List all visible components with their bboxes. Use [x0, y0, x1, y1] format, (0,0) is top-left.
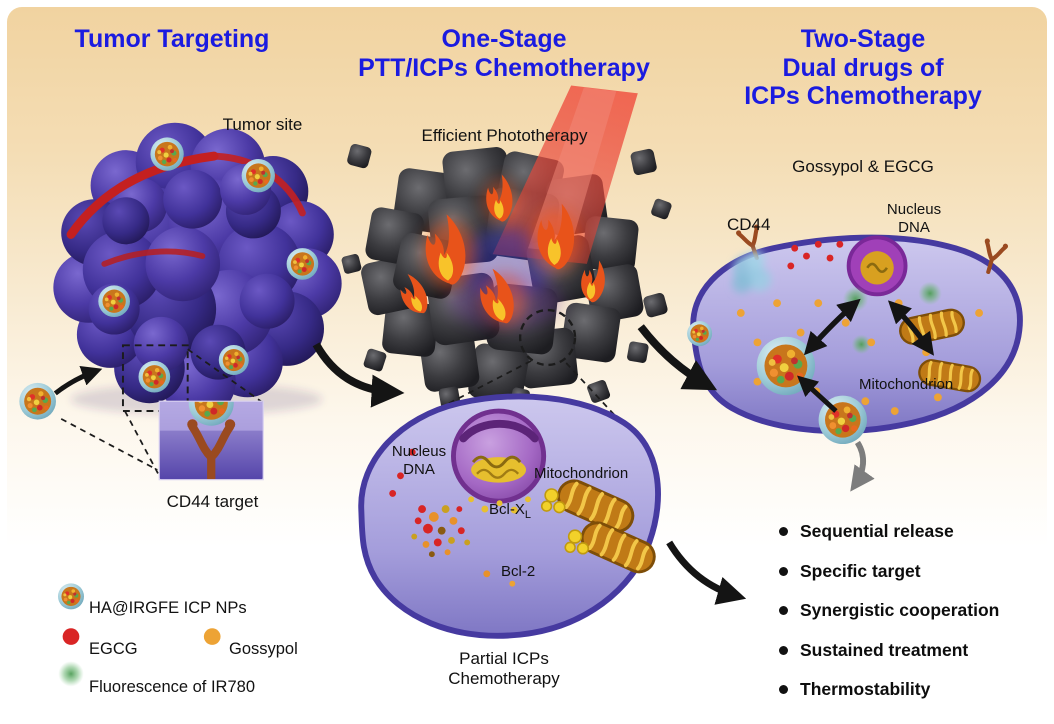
tumor-mass-illustration [53, 122, 342, 419]
blood-vessel [66, 151, 219, 239]
nucleus-middle [450, 408, 547, 504]
partial-icps-label: Partial ICPs Chemotherapy [448, 649, 560, 689]
cell-membrane [358, 393, 661, 639]
stage3-arrow [666, 540, 747, 605]
np-legend-icon [57, 583, 84, 610]
list-item: Sustained treatment [779, 631, 999, 671]
nucleus-dna-label-right: Nucleus DNA [886, 201, 942, 236]
summary-arrow [850, 440, 875, 492]
fluorescence-glow [918, 281, 942, 306]
list-item: Specific target [779, 552, 999, 592]
nanoparticle-icon [150, 137, 184, 171]
bcl2-label: Bcl-2 [501, 563, 536, 580]
mitochondrion-label-middle: Mitochondrion [534, 465, 629, 482]
egcg-dots-right [787, 240, 844, 270]
bullet-icon [779, 566, 788, 576]
bullet-text: Specific target [800, 560, 921, 581]
summary-list: Sequential release Specific target Syner… [779, 512, 999, 710]
stage1-arrow [312, 342, 405, 408]
nanoparticle-icon [286, 248, 319, 280]
bullet-text: Sustained treatment [800, 639, 969, 660]
nucleus-dna-label-middle: Nucleus DNA [391, 443, 447, 478]
bullet-text: Synergistic cooperation [800, 600, 1000, 621]
drugs-label: Gossypol & EGCG [792, 157, 934, 176]
nanoparticle-icon [19, 382, 56, 420]
nanoparticle-icon [687, 321, 713, 347]
bcl-protein-blobs [540, 488, 590, 555]
bullet-text: Thermostability [800, 679, 931, 700]
bullet-text: Sequential release [800, 521, 954, 542]
mitochondrion-label-right: Mitochondrion [859, 376, 954, 393]
degraded-particle-cluster [411, 505, 471, 558]
list-item: Thermostability [779, 670, 999, 710]
title-tumor-targeting: Tumor Targeting [74, 25, 270, 53]
fluorescence-icon [58, 661, 84, 687]
blood-vessel [101, 248, 206, 267]
nucleus-mito-arrow [887, 300, 935, 356]
uptake-arrow [797, 375, 838, 413]
bclx-main: Bcl-X [489, 501, 525, 518]
egcg-icon [62, 628, 80, 645]
ha-shell-remnant [731, 250, 772, 294]
title-one-stage: One-Stage PTT/ICPs Chemotherapy [358, 25, 650, 82]
phototherapy-label: Efficient Phototherapy [421, 126, 588, 145]
bclx-sub: L [524, 509, 531, 521]
free-nanoparticle [19, 365, 103, 420]
list-item: Synergistic cooperation [779, 591, 999, 631]
bullet-icon [779, 606, 788, 616]
legend-icons [57, 583, 221, 687]
flow-arrows [312, 324, 875, 605]
cd44-label: CD44 [727, 215, 771, 234]
tumor-site-label: Tumor site [222, 115, 303, 134]
bullet-icon [779, 645, 788, 655]
legend-fluorescence-label: Fluorescence of IR780 [89, 678, 256, 696]
gossypol-icon [203, 628, 221, 645]
released-drug-dots-middle [389, 448, 531, 587]
zoom-circle [518, 308, 577, 367]
zoom-box [121, 344, 189, 413]
np-nucleus-arrow [803, 298, 861, 356]
nanoparticle-icon [138, 360, 171, 393]
list-item: Sequential release [779, 512, 999, 552]
stage2-arrow [637, 324, 718, 391]
bullet-icon [779, 685, 788, 695]
legend-gossypol-label: Gossypol [229, 640, 298, 658]
cell-right-illustration [687, 224, 1023, 445]
targeting-arrow [53, 365, 103, 396]
bclxl-label: Bcl-XL [489, 501, 531, 522]
illustration-layer [19, 85, 1023, 687]
nanoparticle-icon [98, 285, 130, 318]
title-two-stage: Two-Stage Dual drugs of ICPs Chemotherap… [744, 25, 982, 110]
cd44-zoom-inset [60, 344, 264, 481]
nucleus-right [846, 235, 908, 297]
nanoparticle-icon [218, 345, 249, 376]
nanoparticle-icon [241, 159, 275, 193]
bullet-icon [779, 527, 788, 537]
cd44-target-label: CD44 target [166, 492, 259, 511]
burning-tumor-illustration [341, 85, 672, 418]
legend-egcg-label: EGCG [89, 640, 138, 658]
cell-middle-illustration [358, 393, 662, 639]
legend-np-label: HA@IRGFE ICP NPs [89, 599, 247, 617]
